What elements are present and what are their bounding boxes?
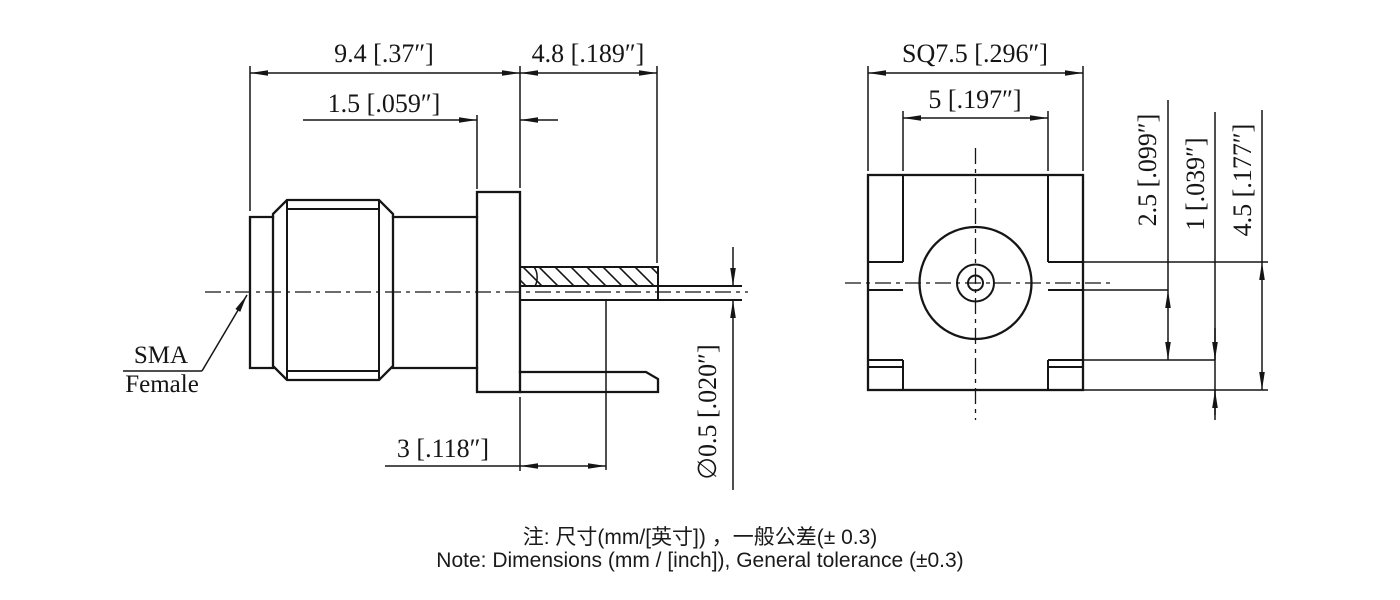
mounting-leg-side — [518, 370, 660, 394]
front-view: SQ7.5 [.296″] 5 [.197″] 2.5 [.099″] 1 [.… — [845, 39, 1268, 420]
dim-text-flange-thickness: 1.5 [.059″] — [328, 89, 441, 118]
bottom-leg-lines — [868, 359, 1083, 368]
dim-text-tail-length: 4.8 [.189″] — [532, 39, 645, 68]
extension-lines — [249, 66, 658, 471]
extension-lines-front — [867, 66, 1268, 391]
label-leader-arrow — [201, 294, 248, 372]
dim-text-square-size: SQ7.5 [.296″] — [902, 39, 1048, 68]
pcb-slot-lines — [868, 261, 1083, 291]
body-cylinder — [391, 215, 479, 370]
front-view-dimensions: SQ7.5 [.296″] 5 [.197″] 2.5 [.099″] 1 [.… — [867, 39, 1268, 420]
side-view-dimensions: 9.4 [.37″] 4.8 [.189″] 1.5 [.059″] 3 [.1… — [249, 39, 736, 490]
leg-inner-edges — [902, 175, 1049, 390]
dim-text-overall-height: 4.5 [.177″] — [1228, 124, 1257, 237]
center-pin — [520, 285, 742, 301]
dim-text-slot-span: 5 [.197″] — [928, 85, 1021, 114]
side-view: 9.4 [.37″] 4.8 [.189″] 1.5 [.059″] 3 [.1… — [123, 39, 748, 490]
hex-nut — [271, 198, 395, 382]
note-en: Note: Dimensions (mm / [inch]), General … — [436, 549, 963, 572]
dim-text-contact-length: 3 [.118″] — [397, 434, 489, 463]
notes: 注: 尺寸(mm/[英寸]) ，一般公差(± 0.3) Note: Dimens… — [436, 526, 963, 572]
dim-text-pin-diameter: ∅0.5 [.020″] — [693, 344, 722, 479]
dim-text-leg-thickness: 1 [.039″] — [1181, 137, 1210, 230]
label-sma: SMA — [134, 342, 188, 369]
label-female: Female — [125, 371, 199, 398]
connector-label: SMA Female — [123, 294, 248, 398]
dim-text-slot-depth: 2.5 [.099″] — [1133, 114, 1162, 227]
note-cn: 注: 尺寸(mm/[英寸]) ，一般公差(± 0.3) — [523, 526, 878, 549]
pcb-section-hatch — [519, 266, 659, 300]
dim-text-overall-length: 9.4 [.37″] — [334, 39, 434, 68]
